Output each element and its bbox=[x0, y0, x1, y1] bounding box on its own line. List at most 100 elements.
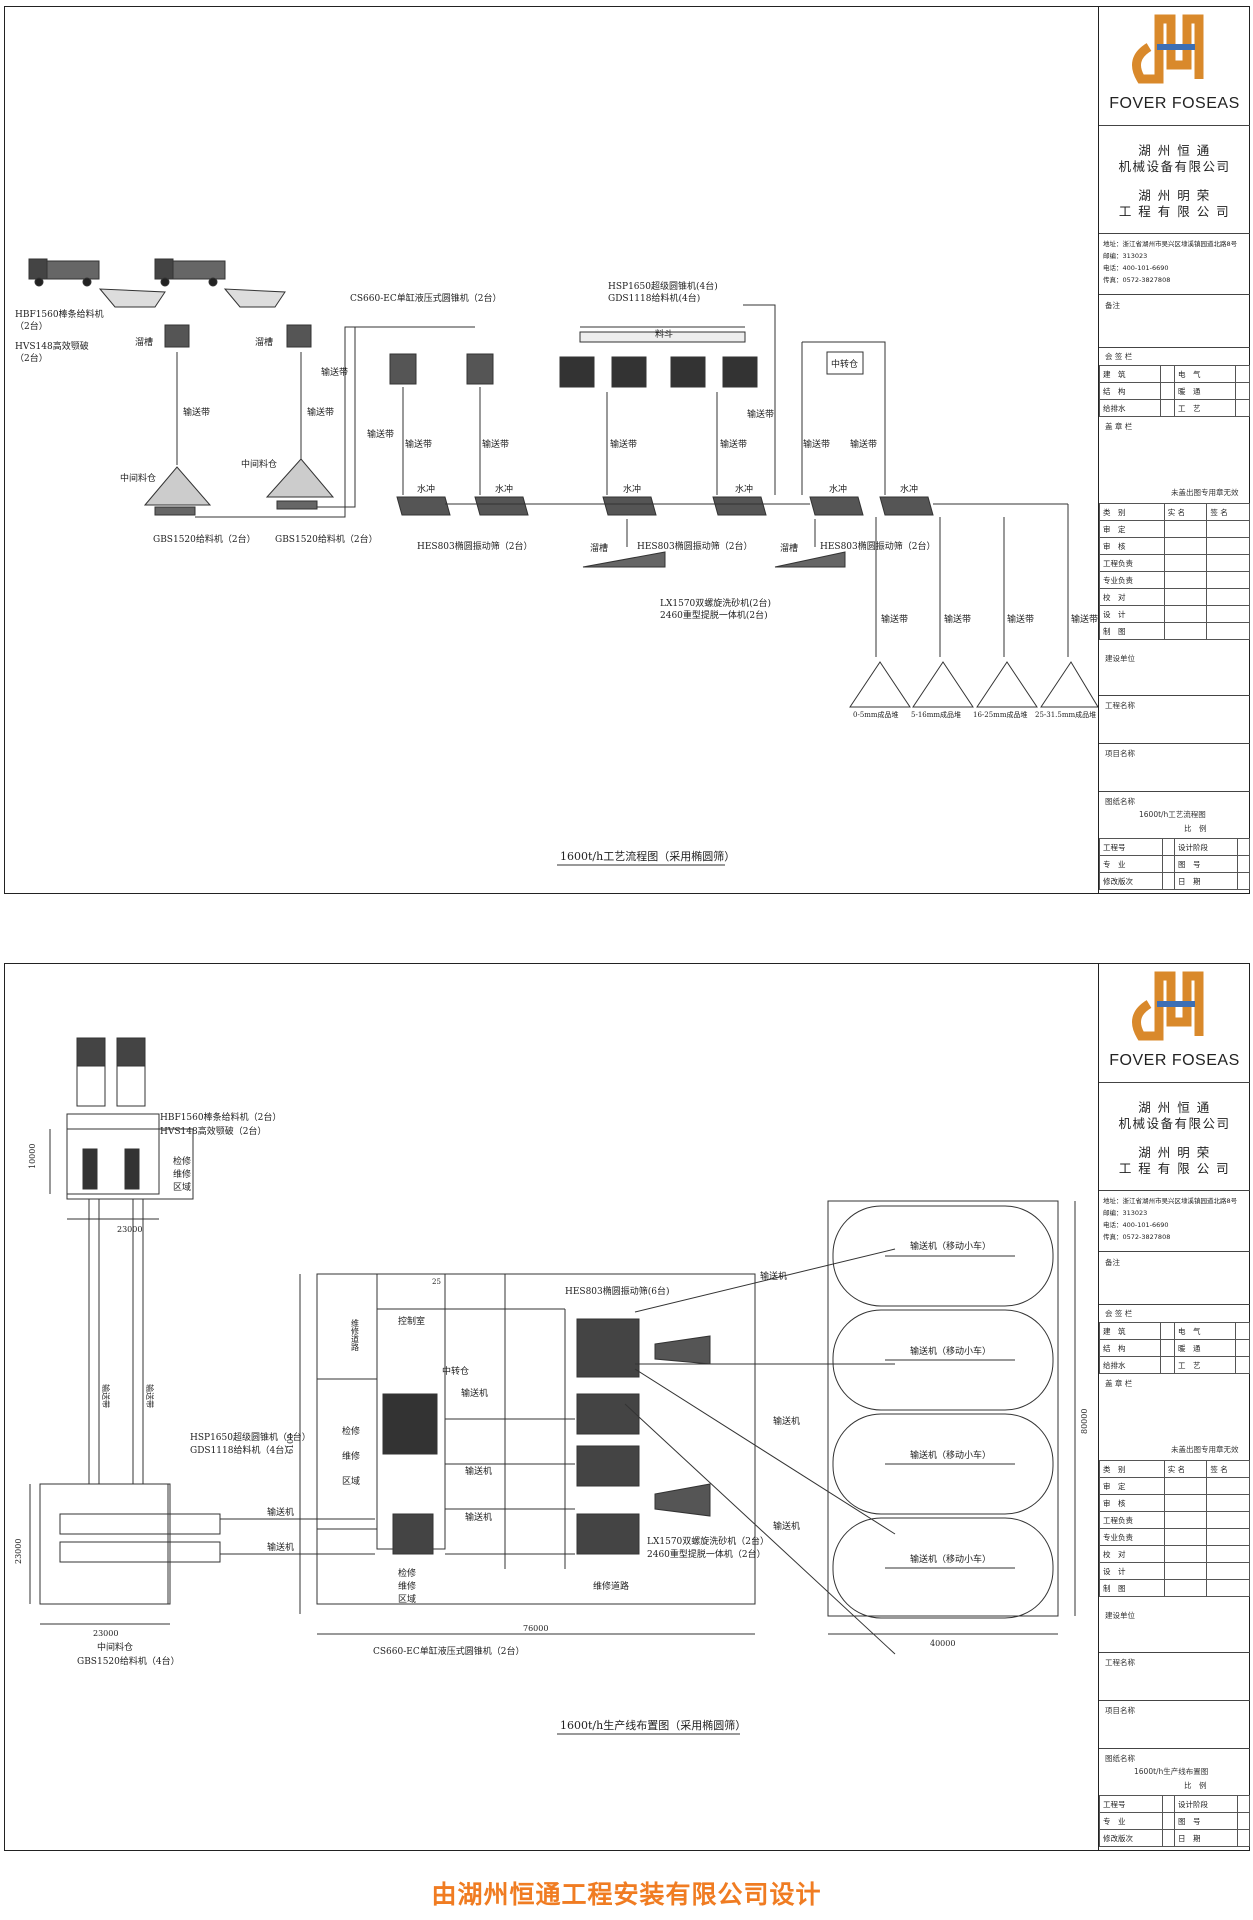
label-belt: 输送带 bbox=[881, 613, 908, 625]
fover-logo-icon bbox=[1132, 14, 1204, 84]
cell: 工 艺 bbox=[1173, 399, 1236, 417]
label-belt: 输送机 bbox=[461, 1387, 488, 1399]
contact-post: 邮编：313023 bbox=[1103, 252, 1148, 260]
label-feeder-a: HBF1560棒条给料机 bbox=[15, 308, 104, 320]
truck-icon bbox=[28, 258, 100, 287]
sign-col-label: 会 签 栏 bbox=[1105, 352, 1133, 361]
cell: 给排水 bbox=[1099, 399, 1161, 417]
truck-icon bbox=[76, 1037, 106, 1067]
mid-stockpile-icon bbox=[265, 458, 335, 498]
label-maint-3: 区域 bbox=[342, 1475, 360, 1487]
cell: 结 构 bbox=[1099, 382, 1161, 400]
product-pile-icon bbox=[912, 661, 974, 708]
company-1b: 机械设备有限公司 bbox=[1118, 1116, 1231, 1131]
cell: 校 对 bbox=[1099, 1545, 1165, 1563]
cell: 建 筑 bbox=[1099, 365, 1161, 383]
truck-icon bbox=[116, 1037, 146, 1067]
cell: 实 名 bbox=[1163, 503, 1208, 521]
jaw-crusher-icon bbox=[286, 324, 312, 348]
contact-info: 地址：浙江省湖州市吴兴区埭溪镇园道北路8号 邮编：313023 电话：400-1… bbox=[1099, 1190, 1250, 1252]
label-maint-2: 维修 bbox=[173, 1168, 191, 1180]
label-wash: 水冲 bbox=[495, 483, 513, 495]
label-hopper: 料斗 bbox=[655, 328, 673, 340]
company-2b: 工 程 有 限 公 司 bbox=[1118, 204, 1231, 219]
brand-name: FOVER FOSEAS bbox=[1109, 95, 1240, 112]
label-belt: 输送带 bbox=[720, 438, 747, 450]
label-trough: 溜槽 bbox=[780, 542, 798, 554]
jaw-crusher-icon bbox=[124, 1148, 140, 1190]
sand-washer-icon bbox=[654, 1335, 711, 1365]
label-belt: 输送机 bbox=[267, 1506, 294, 1518]
cell: 电 气 bbox=[1173, 1322, 1236, 1340]
cell: 审 核 bbox=[1099, 537, 1165, 555]
stockyard-bay bbox=[832, 1517, 1054, 1619]
truck-icon bbox=[154, 258, 226, 287]
label-cs: CS660-EC单缸液压式圆锥机（2台） bbox=[373, 1645, 524, 1657]
approval-table: 类 别实 名签 名 审 定 审 核 工程负责 专业负责 校 对 设 计 制 图 bbox=[1099, 503, 1250, 640]
label-num25: 25 bbox=[432, 1278, 441, 1286]
label-hsp-b: HSP1650超级圆锥机（4台） bbox=[190, 1431, 311, 1443]
company-1: 湖 州 恒 通 bbox=[1138, 1100, 1211, 1115]
hes803-screen-icon bbox=[576, 1393, 640, 1435]
label-hes-a: HES803椭圆振动筛（2台） bbox=[417, 540, 533, 552]
label-belt: 输送机 bbox=[773, 1415, 800, 1427]
sign-col-label: 会 签 栏 bbox=[1105, 1309, 1133, 1318]
sand-washer-icon bbox=[774, 551, 846, 568]
label-belt: 输送带 bbox=[101, 1384, 111, 1408]
company-2: 湖 州 明 荣 bbox=[1138, 1145, 1211, 1160]
flow-diagram-sheet: HBF1560棒条给料机 （2台） HVS148高效颚破 （2台） 溜槽 溜槽 … bbox=[4, 6, 1251, 894]
label-belt: 输送带 bbox=[145, 1384, 155, 1408]
label-belt: 输送机 bbox=[760, 1270, 787, 1282]
product-pile-icon bbox=[1040, 661, 1098, 708]
sign-table: 建 筑电 气 结 构暖 通 给排水工 艺 bbox=[1099, 1322, 1251, 1374]
dim-80000: 80000 bbox=[1080, 1409, 1089, 1434]
cs660-cone-icon bbox=[389, 353, 417, 385]
contact-tel: 电话：400-101-6690 bbox=[1103, 1221, 1169, 1229]
label-hvs-a-count: （2台） bbox=[15, 352, 48, 364]
label-wash: 水冲 bbox=[735, 483, 753, 495]
hes803-screen-icon bbox=[809, 496, 864, 516]
label-product-2: 5-16mm成品堆 bbox=[911, 710, 961, 719]
label-belt: 输送带 bbox=[183, 406, 210, 418]
stamp-label: 盖 章 栏 bbox=[1105, 422, 1133, 431]
hes803-screen-icon bbox=[396, 496, 451, 516]
cell: 专 业 bbox=[1098, 1812, 1164, 1830]
contact-post: 邮编：313023 bbox=[1103, 1209, 1148, 1217]
jaw-crusher-icon bbox=[164, 324, 190, 348]
label-hes-b: HES803椭圆振动筛（2台） bbox=[637, 540, 753, 552]
label-trough: 溜槽 bbox=[135, 336, 153, 348]
cell: 建 筑 bbox=[1099, 1322, 1161, 1340]
hes803-screen-icon bbox=[576, 1318, 640, 1378]
layout-plan: HBF1560棒条给料机（2台） HVS148高效颚破（2台） 检修 维修 区域… bbox=[14, 1037, 1089, 1735]
cell: 专业负责 bbox=[1099, 1528, 1165, 1546]
label-feeder-a-count: （2台） bbox=[15, 320, 48, 332]
label-road: 维修道路 bbox=[351, 1318, 360, 1351]
unit-label: 建设单位 bbox=[1105, 1611, 1135, 1620]
flow-diagram: HBF1560棒条给料机 （2台） HVS148高效颚破 （2台） 溜槽 溜槽 … bbox=[15, 258, 1098, 866]
label-belt: 输送带 bbox=[747, 408, 774, 420]
cell: 审 定 bbox=[1099, 1477, 1165, 1495]
cell: 工程号 bbox=[1098, 838, 1164, 856]
label-belt: 输送带 bbox=[1007, 613, 1034, 625]
contact-tel: 电话：400-101-6690 bbox=[1103, 264, 1169, 272]
cs660-cone-icon bbox=[466, 353, 494, 385]
cell: 设计阶段 bbox=[1173, 838, 1239, 856]
label-lx-2: 2460重型提脱一体机(2台) bbox=[660, 609, 768, 621]
unit-label: 建设单位 bbox=[1105, 654, 1135, 663]
dim-6100: 6100 bbox=[286, 1434, 295, 1454]
label-control: 控制室 bbox=[398, 1315, 425, 1327]
title-block: FOVER FOSEAS 湖 州 恒 通 机械设备有限公司 湖 州 明 荣 工 … bbox=[1098, 964, 1251, 1850]
hes803-screen-icon bbox=[602, 496, 657, 516]
cell: 暖 通 bbox=[1173, 1339, 1236, 1357]
hsp1650-cone-icon bbox=[611, 356, 647, 388]
label-belt: 输送带 bbox=[307, 406, 334, 418]
cell: 校 对 bbox=[1099, 588, 1165, 606]
cell: 暖 通 bbox=[1173, 382, 1236, 400]
stamp-label: 盖 章 栏 bbox=[1105, 1379, 1133, 1388]
label-belt: 输送机 bbox=[267, 1541, 294, 1553]
label-mobile: 输送机（移动小车） bbox=[910, 1345, 991, 1357]
hsp1650-cone-icon bbox=[559, 356, 595, 388]
label-belt: 输送带 bbox=[1071, 613, 1098, 625]
label-belt: 输送带 bbox=[405, 438, 432, 450]
stockyard-bay bbox=[832, 1205, 1054, 1307]
